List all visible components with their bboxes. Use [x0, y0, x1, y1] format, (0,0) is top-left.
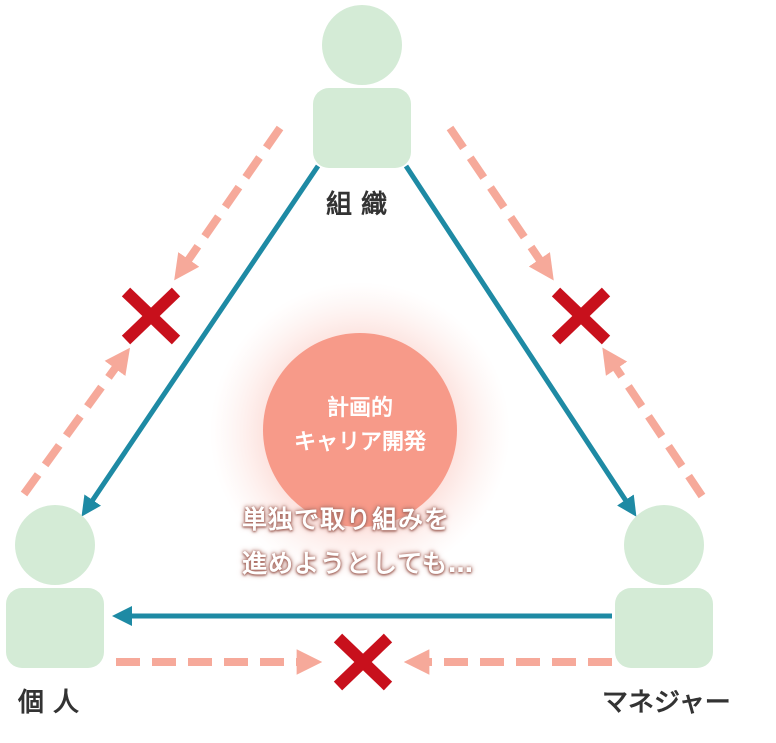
arrow-organization-to-individual [81, 164, 321, 517]
dashed-arrow-organization-right [446, 125, 554, 281]
cross-icon-bottom [333, 633, 393, 691]
dashed-arrow-organization-left [174, 125, 284, 281]
arrow-organization-to-manager [403, 164, 637, 517]
dashed-arrow-manager-up [602, 347, 706, 499]
label-individual: 個 人 [18, 688, 80, 718]
person-icon-organization [313, 5, 411, 168]
label-organization: 組 織 [326, 190, 388, 220]
dashed-arrow-individual-up [20, 347, 131, 497]
label-manager: マネジャー [602, 688, 731, 718]
center-title-line2: キャリア開発 [293, 430, 426, 455]
caption-line2: 進めようとしても… [242, 549, 475, 578]
caption-line1: 単独で取り組みを [242, 505, 451, 534]
person-icon-manager [615, 505, 713, 668]
center-circle [263, 333, 457, 527]
center-title: 計画的 キャリア開発 [262, 392, 458, 460]
cross-icon-left [121, 287, 181, 345]
cross-icon-right [551, 287, 611, 345]
person-icon-individual [6, 505, 104, 668]
center-title-line1: 計画的 [326, 396, 393, 421]
caption: 単独で取り組みを 進めようとしても… [242, 498, 474, 586]
